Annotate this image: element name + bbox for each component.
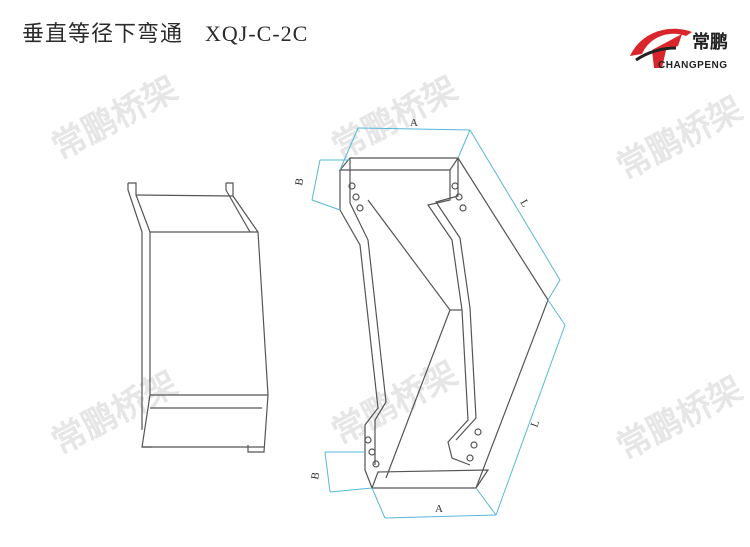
logo-chinese: 常鹏 bbox=[692, 32, 728, 53]
logo-english: CHANGPENG bbox=[658, 60, 728, 71]
dim-label-top-length: L bbox=[517, 198, 531, 210]
watermark-text: 常鹏桥架 bbox=[325, 354, 464, 453]
model-number: XQJ-C-2C bbox=[205, 21, 309, 46]
dim-label-bottom-height: B bbox=[309, 471, 322, 480]
dim-label-bottom-width: A bbox=[435, 503, 443, 515]
dimension-lines bbox=[311, 127, 566, 519]
title-chinese: 垂直等径下弯通 bbox=[22, 22, 184, 47]
dim-label-top-width: A bbox=[410, 117, 418, 129]
watermark-text: 常鹏桥架 bbox=[610, 89, 749, 188]
dim-label-bottom-length: L bbox=[529, 418, 543, 429]
watermark-text: 常鹏桥架 bbox=[325, 69, 464, 168]
watermark-text: 常鹏桥架 bbox=[45, 69, 184, 168]
dim-label-top-height: B bbox=[293, 177, 306, 186]
watermark-text: 常鹏桥架 bbox=[610, 369, 749, 468]
brand-logo: 常鹏 CHANGPENG bbox=[622, 10, 742, 80]
page-title: 垂直等径下弯通 XQJ-C-2C bbox=[22, 16, 308, 48]
watermark-text: 常鹏桥架 bbox=[45, 364, 184, 463]
logo-swoosh-icon bbox=[630, 28, 692, 68]
side-view-drawing bbox=[127, 182, 269, 453]
